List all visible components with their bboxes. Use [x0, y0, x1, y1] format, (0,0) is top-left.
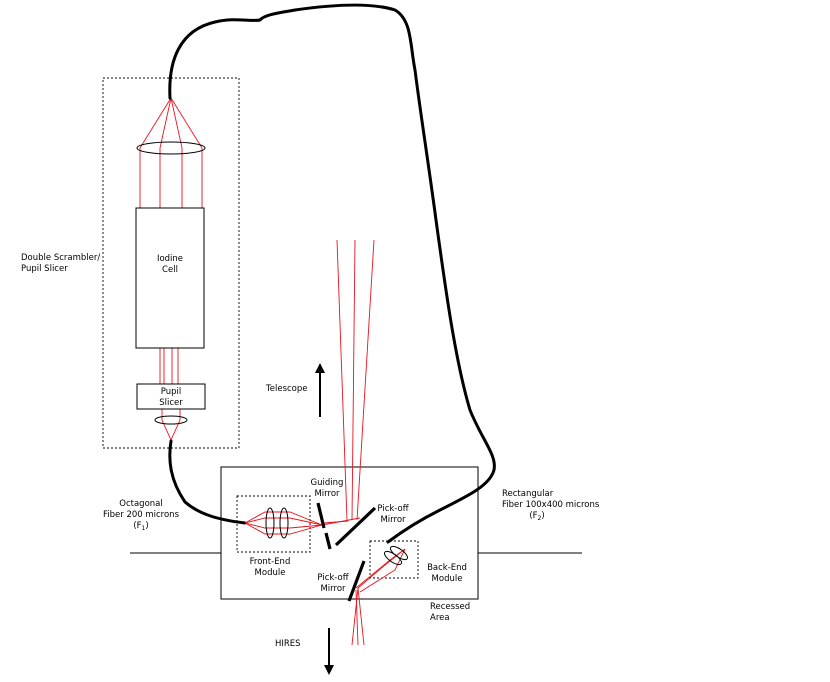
- pickoff-upper-label-line1: Pick-off: [377, 504, 409, 514]
- hires-label: HIRES: [275, 639, 301, 649]
- front-end-label-line2: Module: [255, 568, 286, 578]
- front-end-module-box: [236, 495, 311, 553]
- guiding-mirror-label-line1: Guiding: [311, 478, 344, 488]
- recessed-area-label-line2: Area: [430, 613, 450, 623]
- scrambler-rays: [139, 97, 203, 441]
- pickoff-mirror-lower: [347, 560, 366, 602]
- double-scrambler-label-line1: Double Scrambler/: [21, 253, 100, 263]
- octagonal-fiber-label-line1: Octagonal: [119, 499, 162, 509]
- octagonal-fiber-label-line2: Fiber 200 microns: [103, 510, 180, 520]
- back-end-lens-2: [389, 545, 409, 561]
- rectangular-fiber-label-line2: Fiber 100x400 microns: [502, 500, 600, 510]
- iodine-cell-label-line1: Iodine: [157, 254, 183, 264]
- front-end-lens-1: [265, 507, 275, 539]
- rectangular-fiber-label-line1: Rectangular: [502, 489, 554, 499]
- guiding-mirror-label-line2: Mirror: [314, 489, 340, 499]
- pickoff-upper-label-line2: Mirror: [380, 515, 406, 525]
- pupil-slicer-box: [136, 383, 206, 410]
- telescope-label: Telescope: [265, 384, 308, 394]
- slicer-lens: [154, 415, 188, 425]
- octagonal-fiber-ratio: (F1): [133, 521, 148, 532]
- iodine-cell-label-line2: Cell: [162, 265, 178, 275]
- recessed-area-label-line1: Recessed: [430, 602, 470, 612]
- pickoff-lower-label-line2: Mirror: [320, 584, 346, 594]
- guiding-mirror: [316, 502, 326, 529]
- front-end-lens-2: [279, 507, 289, 539]
- double-scrambler-label-line2: Pupil Slicer: [21, 264, 68, 274]
- iodine-cell-box: [135, 207, 205, 349]
- telescope-beam-rays: [321, 239, 375, 526]
- back-end-label-line1: Back-End: [427, 563, 467, 573]
- front-end-label-line1: Front-End: [250, 557, 291, 567]
- back-end-module-box: [369, 540, 419, 579]
- pupil-slicer-label-line2: Slicer: [159, 398, 183, 408]
- guiding-mirror-lower: [324, 532, 332, 550]
- back-end-rays: [351, 548, 406, 646]
- collimator-lens: [136, 141, 206, 155]
- octagonal-fiber-lower: [168, 439, 247, 525]
- rectangular-fiber-ratio: (F2): [529, 511, 544, 522]
- pickoff-lower-label-line1: Pick-off: [317, 573, 349, 583]
- front-end-rays: [244, 511, 323, 535]
- pupil-slicer-label-line1: Pupil: [161, 387, 181, 397]
- back-end-label-line2: Module: [432, 574, 463, 584]
- pickoff-mirror-upper: [334, 506, 377, 547]
- upper-fiber-loop: [168, 3, 496, 544]
